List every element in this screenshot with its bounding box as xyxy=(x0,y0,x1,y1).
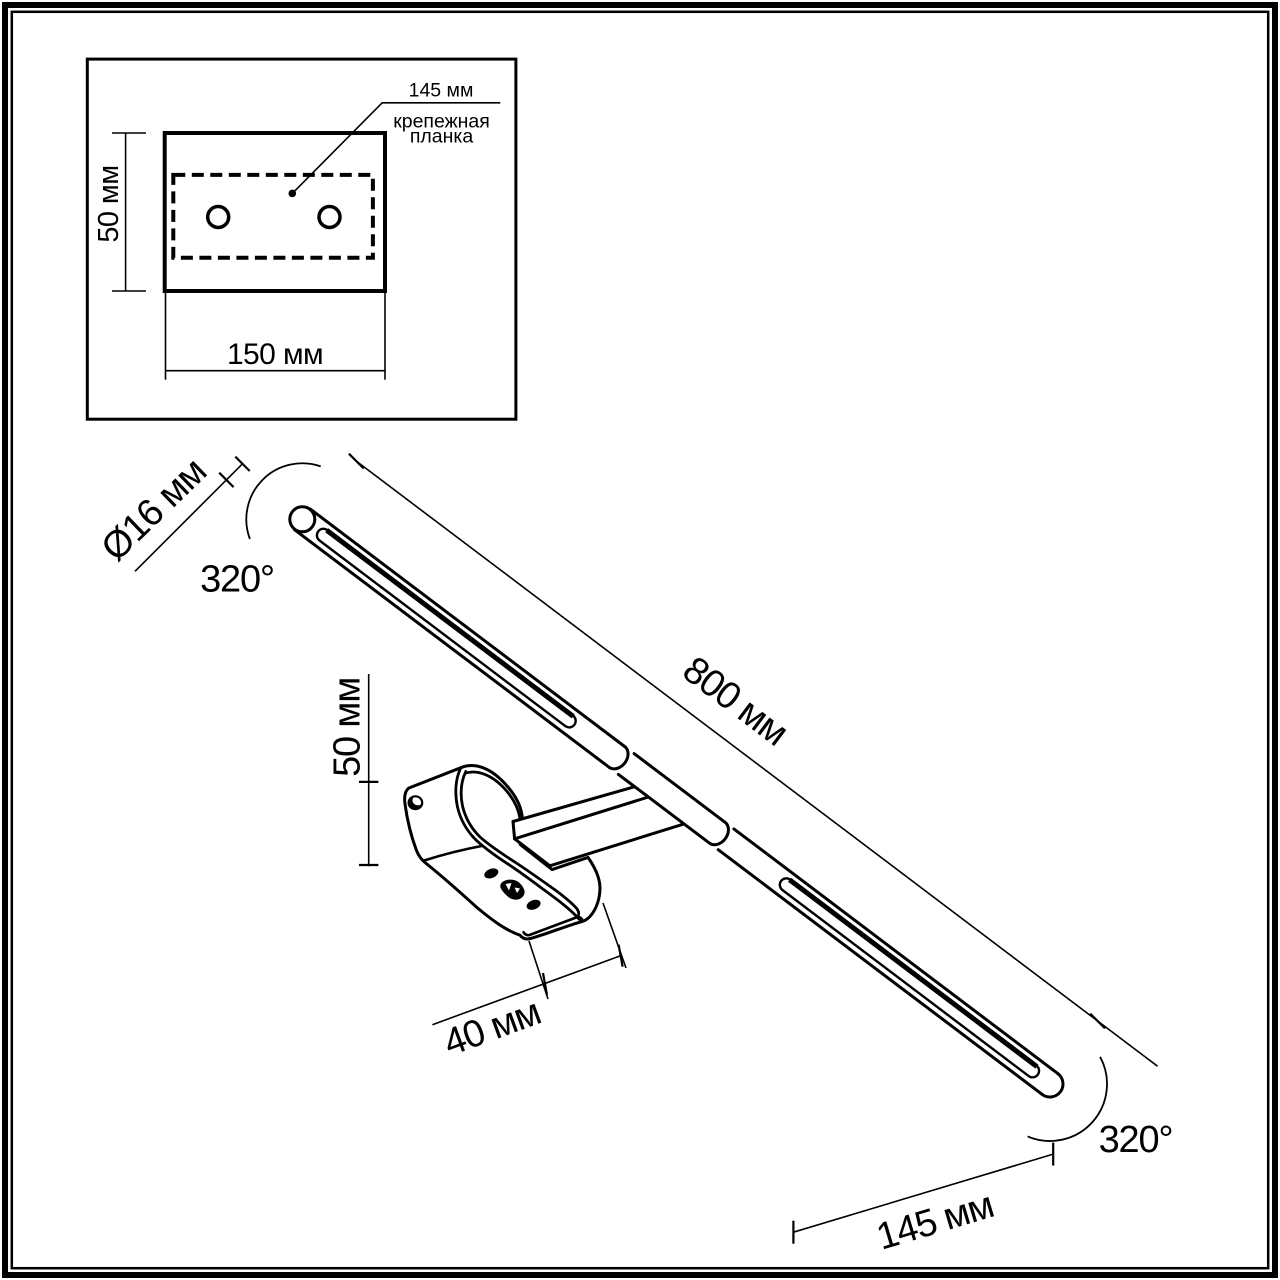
bracket-switch-panel xyxy=(484,868,541,910)
tube-body-fill xyxy=(289,506,1063,1097)
led-slot-head xyxy=(325,528,575,719)
bracket-plate-seam xyxy=(422,844,483,862)
tail-length-dimension xyxy=(792,1142,1055,1244)
diffuser-window-tail xyxy=(778,877,1041,1079)
tube-right-end-cap xyxy=(1040,1072,1065,1099)
length-label: 800 мм xyxy=(675,649,795,754)
tube-joint-1 xyxy=(608,745,630,771)
arm-left-edge xyxy=(511,820,517,841)
bracket-screw-hole xyxy=(407,795,424,811)
arm-ridge-edge xyxy=(513,795,650,841)
arm-front-face xyxy=(514,797,684,866)
inset-strip-caption-line1: крепежная xyxy=(393,111,490,133)
arm-front-left-edge xyxy=(513,837,552,868)
bracket-height-label: 50 мм xyxy=(326,678,368,777)
rotation-left-label: 320° xyxy=(200,559,274,601)
inset-height-dimension: 50 мм xyxy=(93,132,146,292)
power-switch-icon xyxy=(500,879,525,900)
arm-bottom-edge xyxy=(548,822,686,868)
bracket-cover-inner-curve-outer xyxy=(454,767,584,923)
inset-height-label: 50 мм xyxy=(93,165,125,242)
inset-border xyxy=(85,57,518,421)
tube-diffusers xyxy=(315,527,1041,1079)
mounting-arm xyxy=(511,785,686,868)
dimensions xyxy=(134,452,1158,1244)
inset-strip-caption-line2: планка xyxy=(410,126,474,148)
inset-width-dimension: 150 мм xyxy=(164,291,386,380)
led-slot-tail xyxy=(787,877,1039,1069)
dimension-labels: Ø16 мм 320° 800 мм 50 мм 40 мм 145 мм 32… xyxy=(94,451,1174,1259)
tube-edges xyxy=(293,507,1065,1099)
bracket-bottom-lip xyxy=(522,915,584,937)
tube-joint-2 xyxy=(707,820,730,847)
bracket-height-dimension xyxy=(359,674,379,867)
rotation-arc-right xyxy=(1027,1056,1108,1142)
rotation-right-label: 320° xyxy=(1099,1119,1173,1161)
screw-hole-right xyxy=(317,204,342,230)
inset-strip-length-label: 145 мм xyxy=(409,79,474,101)
diameter-dimension xyxy=(134,455,251,572)
tail-length-label: 145 мм xyxy=(872,1184,998,1258)
mounting-plate-outline xyxy=(162,131,387,293)
length-dimension xyxy=(348,452,1158,1067)
indicator-dot-right xyxy=(526,899,541,910)
diffuser-window-head xyxy=(315,527,577,729)
inset-width-label: 150 мм xyxy=(227,338,323,371)
bracket-cover-rim-top xyxy=(465,770,522,820)
leader-line xyxy=(291,102,501,194)
indicator-dot-left xyxy=(484,868,499,879)
arm-top-edge xyxy=(511,785,637,823)
tube-left-end-cap xyxy=(288,505,317,534)
frame-inner-border xyxy=(10,10,1270,1270)
arm-top-face xyxy=(513,786,649,839)
arm-edges xyxy=(511,785,686,868)
screw-hole-left xyxy=(205,204,231,230)
lamp-tube xyxy=(288,505,1065,1099)
inset-detail-box: 145 мм крепежная планка 50 мм 150 мм xyxy=(85,57,518,421)
wall-bracket xyxy=(403,764,602,941)
rotation-arc-left xyxy=(245,462,321,540)
bracket-cover-inner-curve-inner xyxy=(459,770,581,916)
mounting-strip-dashed-outline xyxy=(171,172,375,260)
bracket-depth-dimension xyxy=(432,902,627,1026)
